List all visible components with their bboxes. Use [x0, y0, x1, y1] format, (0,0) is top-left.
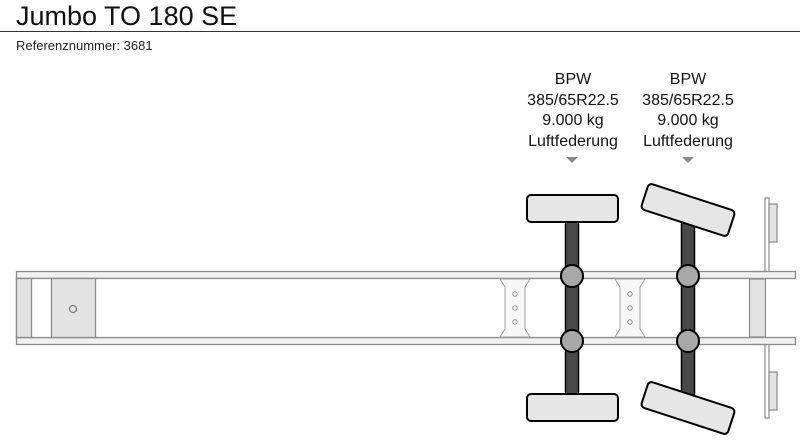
rear-bumper-top	[752, 197, 770, 273]
axle-2	[640, 183, 736, 435]
front-end-plate	[15, 277, 33, 339]
rear-crossbeam	[748, 278, 767, 338]
page-title: Jumbo TO 180 SE	[16, 1, 238, 31]
axle-2-suspension: Luftfederung	[643, 132, 733, 150]
axle-1	[526, 194, 619, 422]
cross-member-1	[499, 278, 531, 338]
axle-2-brand: BPW	[669, 71, 707, 88]
rear-end	[748, 197, 778, 419]
rear-light-top	[768, 203, 778, 243]
axle-2-beam	[680, 217, 696, 399]
axle-2-hub-bottom	[676, 329, 700, 353]
title-divider	[0, 31, 800, 32]
axle-1-beam	[564, 219, 580, 397]
axle-2-load: 9.000 kg	[657, 112, 719, 129]
rear-bumper-bottom	[752, 343, 770, 419]
axle-1-tire-bottom	[526, 393, 619, 422]
axle-2-pointer-icon	[682, 157, 694, 163]
axle-1-brand: BPW	[554, 71, 592, 88]
axle-1-hub-top	[560, 264, 584, 288]
rear-light-bottom	[768, 371, 778, 411]
axle-2-label: BPW 385/65R22.5 9.000 kg Luftfederung	[628, 70, 748, 152]
axle-1-load: 9.000 kg	[542, 112, 604, 129]
axle-1-tire: 385/65R22.5	[527, 91, 619, 109]
axle-2-hub-top	[676, 264, 700, 288]
axle-2-tire-top	[640, 183, 736, 237]
axle-2-tire: 385/65R22.5	[642, 91, 734, 109]
reference-number: Referenznummer: 3681	[16, 38, 153, 53]
axle-1-tire-top	[526, 194, 619, 223]
axle-1-suspension: Luftfederung	[528, 132, 618, 150]
axle-2-tire-bottom	[640, 381, 736, 435]
axle-1-label: BPW 385/65R22.5 9.000 kg Luftfederung	[513, 70, 633, 152]
cross-member-2	[614, 278, 646, 338]
axle-1-hub-bottom	[560, 329, 584, 353]
kingpin-icon	[68, 304, 78, 314]
kingpin-plate	[50, 277, 97, 339]
axle-1-pointer-icon	[566, 157, 578, 163]
